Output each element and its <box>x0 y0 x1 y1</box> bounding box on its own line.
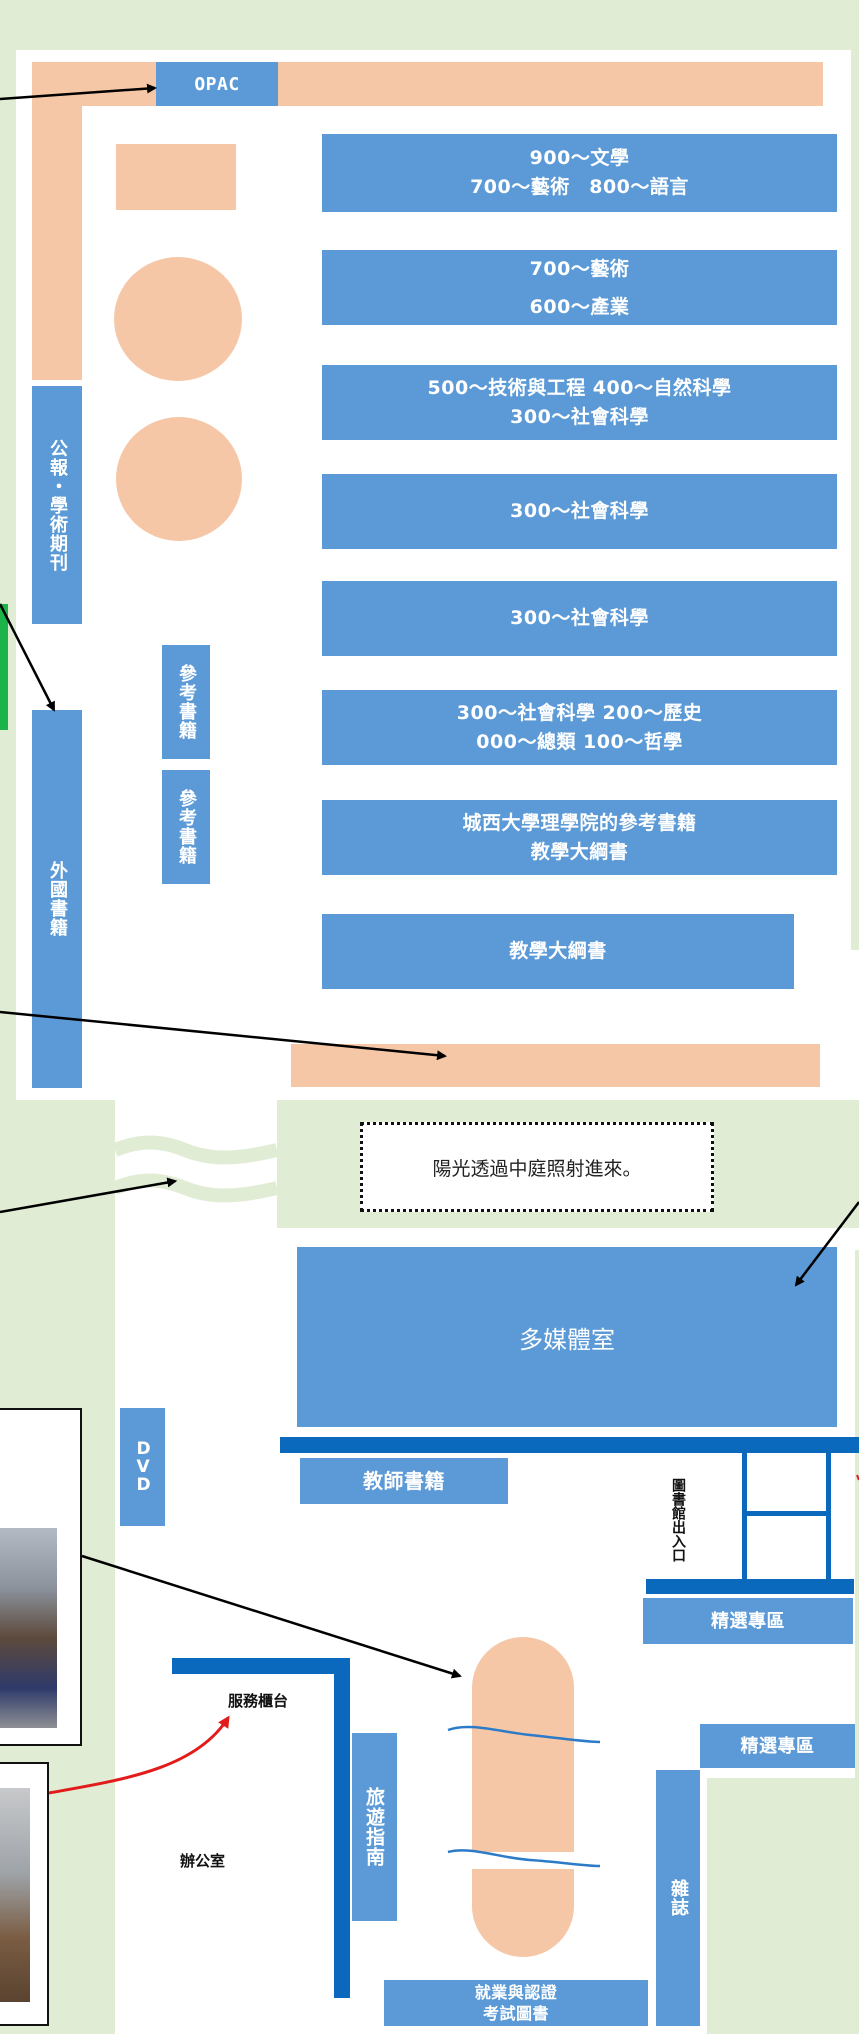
office-label: 辦公室 <box>180 1852 226 1870</box>
bottom-right-green <box>707 1778 859 2034</box>
green-marker <box>0 604 8 730</box>
shelf-career-exam-books: 就業與認證 考試圖書 <box>384 1980 648 2026</box>
multimedia-room[interactable]: 多媒體室 <box>297 1247 837 1427</box>
reference-label: 參考書籍 <box>176 664 197 740</box>
shelf-300-social-b: 300～社會科學 <box>322 581 837 656</box>
shelf-label: 300～社會科學 <box>510 607 649 629</box>
top-counter <box>32 62 823 106</box>
courtyard-note-text: 陽光透過中庭照射進來。 <box>432 1157 642 1180</box>
photo-computer-area <box>0 1528 57 1728</box>
gazette-label: 公報・學術期刊 <box>47 438 68 572</box>
wall-counter-top <box>172 1658 350 1674</box>
teacher-books-label: 教師書籍 <box>363 1468 445 1493</box>
magazines-label: 雜誌 <box>668 1879 689 1917</box>
shelf-label: 500～技術與工程 400～自然科學 300～社會科學 <box>427 376 732 428</box>
reading-table-capsule-bottom <box>472 1869 574 1957</box>
shelf-gazette-journals: 公報・學術期刊 <box>32 386 82 624</box>
career-books-label: 就業與認證 考試圖書 <box>474 1983 558 2023</box>
dvd-label: DVD <box>136 1439 151 1495</box>
shelf-foreign-books: 外國書籍 <box>32 710 82 1088</box>
shelf-teacher-books: 教師書籍 <box>300 1458 508 1504</box>
selected-label: 精選專區 <box>740 1735 815 1757</box>
multimedia-room-label: 多媒體室 <box>519 1325 615 1354</box>
shelf-reference-1: 參考書籍 <box>162 645 210 759</box>
shelf-josai-reference: 城西大學理學院的參考書籍 教學大綱書 <box>322 800 837 875</box>
entrance-label: 圖書館出入口 <box>670 1478 686 1562</box>
right-edge-green-lower <box>855 1250 859 2034</box>
shelf-syllabus: 教學大綱書 <box>322 914 794 989</box>
shelf-label: 300～社會科學 <box>510 500 649 522</box>
shelf-travel-guide: 旅遊指南 <box>352 1733 397 1921</box>
round-table-1 <box>114 257 242 381</box>
shelf-label: 城西大學理學院的參考書籍 教學大綱書 <box>462 811 697 863</box>
shelf-magazines: 雜誌 <box>656 1770 700 2026</box>
travel-guide-label: 旅遊指南 <box>363 1787 385 1867</box>
wall-entrance-bottom <box>646 1579 854 1594</box>
shelf-900-literature: 900～文學 700～藝術 800～語言 <box>322 134 837 212</box>
shelf-label: 700～藝術 600～產業 <box>529 257 630 318</box>
foreign-books-label: 外國書籍 <box>47 861 68 937</box>
photo-counter <box>0 1788 30 2002</box>
round-table-2 <box>116 417 242 541</box>
opac-label: OPAC <box>194 73 240 95</box>
courtyard-note: 陽光透過中庭照射進來。 <box>360 1122 714 1212</box>
left-counter <box>32 62 82 380</box>
wall-counter-vertical <box>334 1658 350 1998</box>
shelf-label: 900～文學 700～藝術 800～語言 <box>470 147 689 198</box>
shelf-label: 教學大綱書 <box>509 940 607 962</box>
wall-horizontal-top <box>280 1437 859 1453</box>
service-counter-label: 服務櫃台 <box>228 1692 289 1710</box>
shelf-reference-2: 參考書籍 <box>162 770 210 884</box>
reading-table-capsule-top <box>472 1637 574 1753</box>
shelf-300-200-history: 300～社會科學 200～歷史 000～總類 100～哲學 <box>322 690 837 765</box>
right-edge-green <box>851 0 859 950</box>
reading-table <box>116 144 236 210</box>
selected-label: 精選專區 <box>711 1610 785 1632</box>
opac-terminal[interactable]: OPAC <box>156 62 278 106</box>
library-entrance[interactable]: 圖書館出入口 <box>658 1464 688 1576</box>
reference-label: 參考書籍 <box>176 789 197 865</box>
shelf-700-arts: 700～藝術 600～產業 <box>322 250 837 325</box>
window-counter <box>291 1044 820 1087</box>
wall-entrance-vertical-1 <box>742 1449 747 1583</box>
shelf-label: 300～社會科學 200～歷史 000～總類 100～哲學 <box>456 701 703 753</box>
wall-entrance-horizontal <box>742 1511 831 1516</box>
shelf-300-social-a: 300～社會科學 <box>322 474 837 549</box>
shelf-dvd: DVD <box>120 1408 165 1526</box>
reading-table-middle <box>472 1752 574 1852</box>
shelf-selected-2: 精選專區 <box>700 1724 855 1768</box>
shelf-500-technology: 500～技術與工程 400～自然科學 300～社會科學 <box>322 365 837 440</box>
wall-entrance-vertical-2 <box>826 1449 831 1583</box>
shelf-selected-1: 精選專區 <box>643 1598 853 1644</box>
corridor <box>115 1095 277 1230</box>
